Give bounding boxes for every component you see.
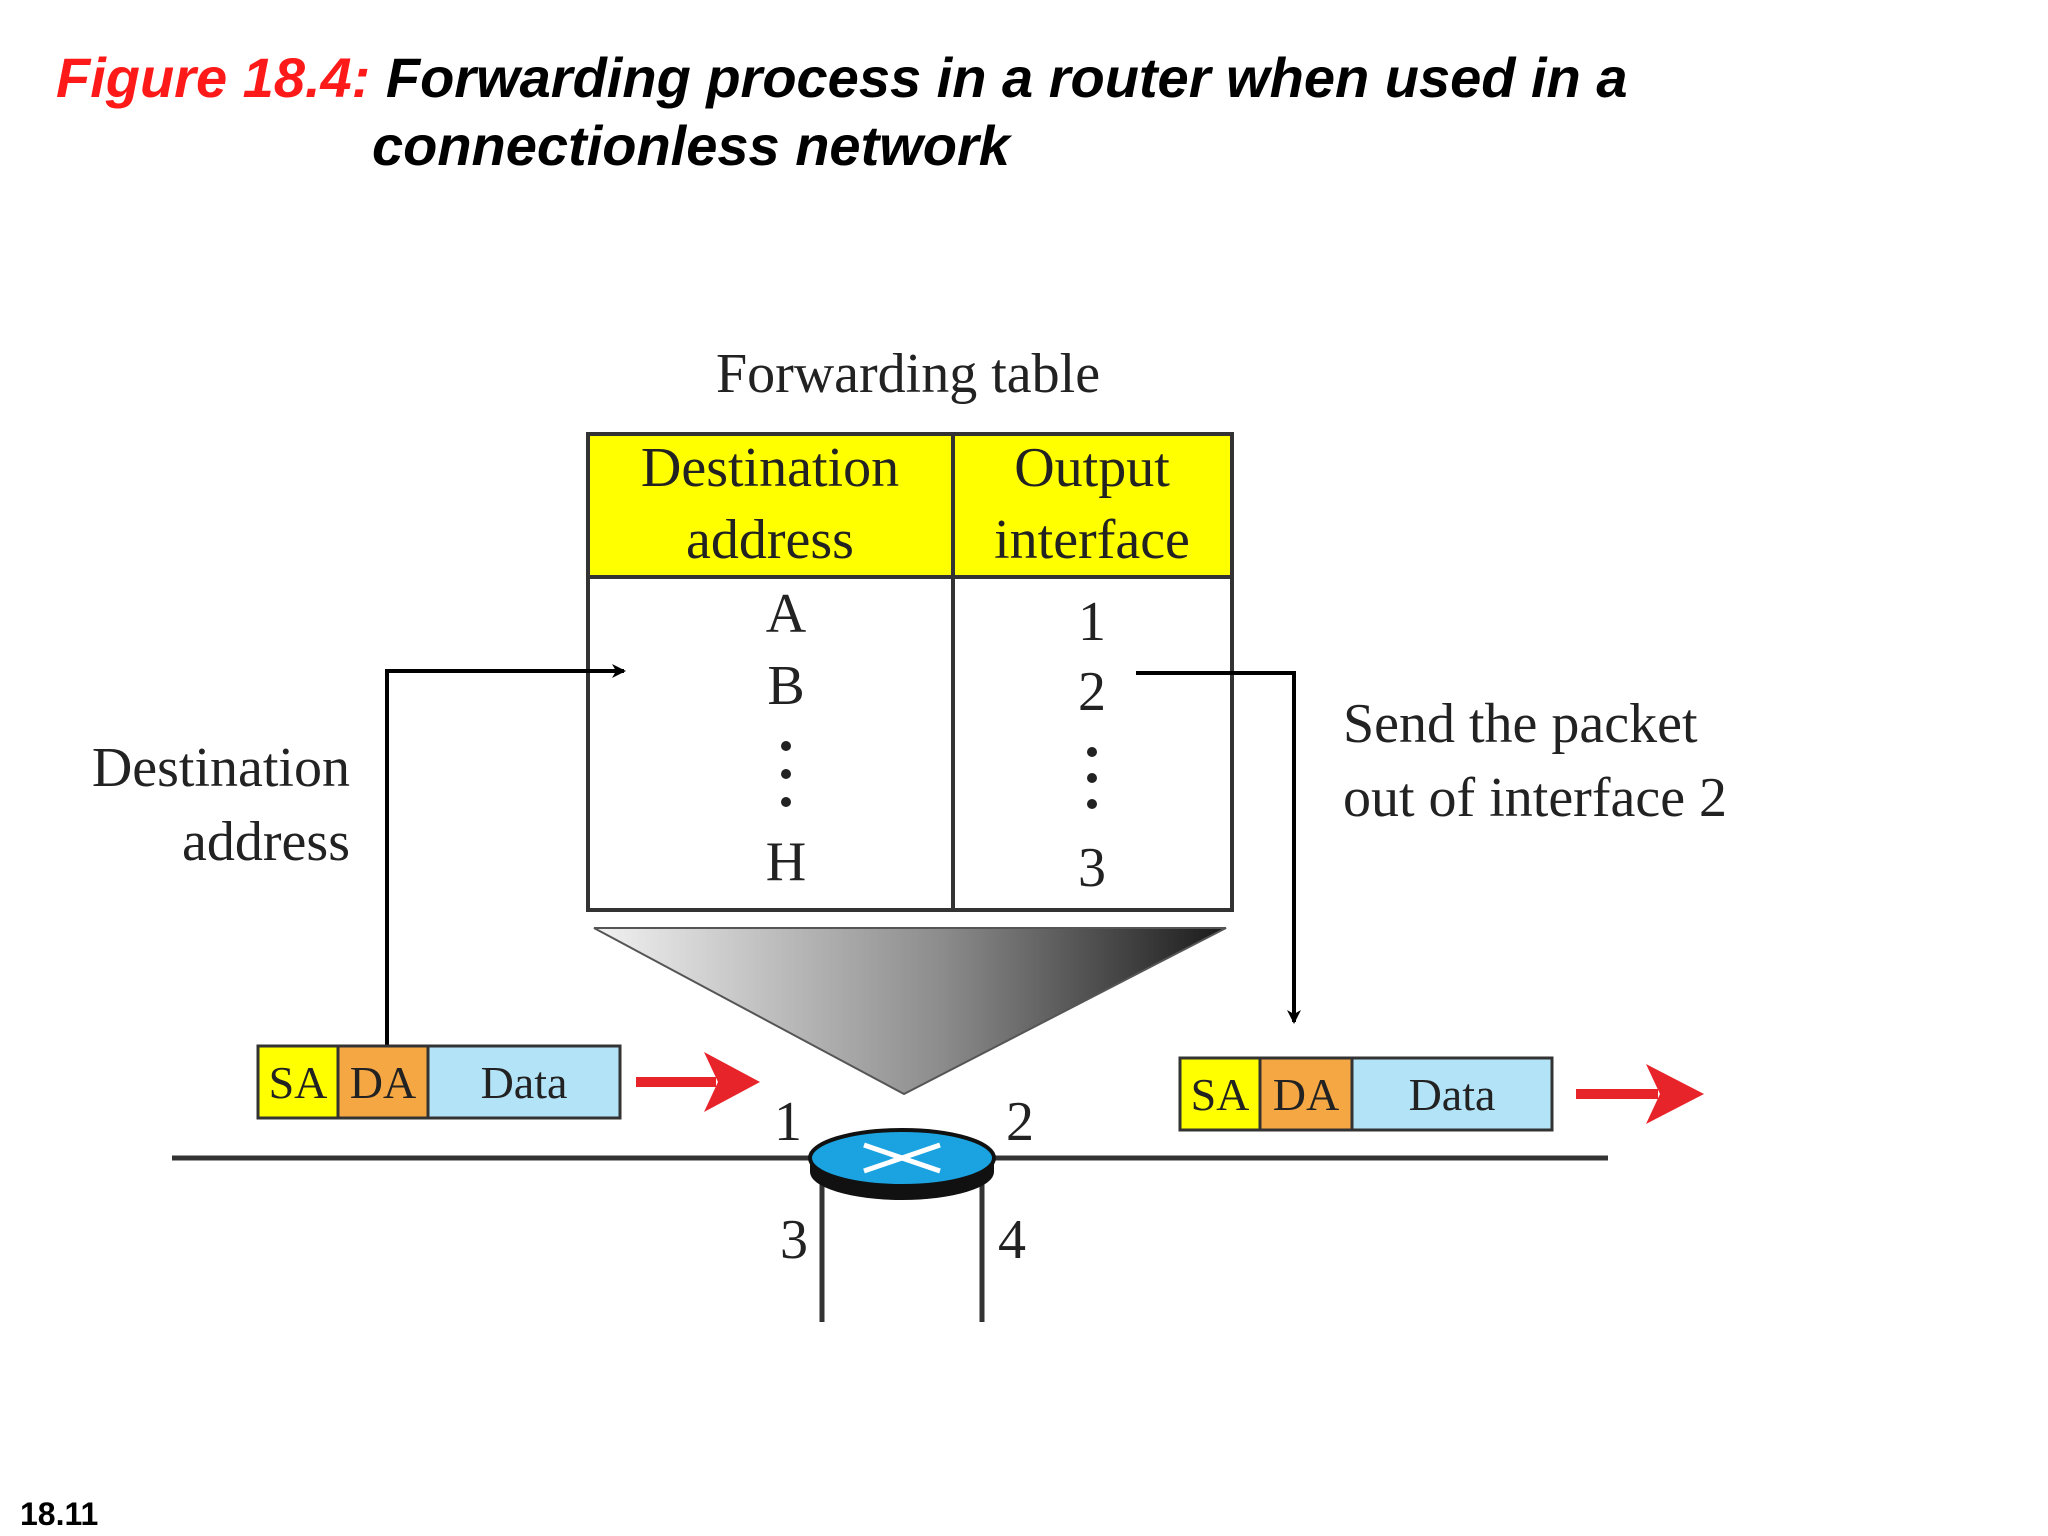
incoming-direction-arrow xyxy=(636,1052,760,1112)
outgoing-sa-field xyxy=(1178,1056,1262,1132)
incoming-da-field xyxy=(336,1044,430,1120)
header-output-line2: interface xyxy=(994,509,1190,571)
slide-number: 18.11 xyxy=(20,1496,99,1532)
outgoing-da-field xyxy=(1258,1056,1354,1132)
row-out-2: 2 xyxy=(1078,661,1106,723)
left-label-line2: address xyxy=(182,811,350,873)
right-label-line2: out of interface 2 xyxy=(1343,767,1727,829)
outgoing-direction-arrow xyxy=(1576,1064,1704,1124)
incoming-da-label: DA xyxy=(350,1057,416,1108)
row-out-1: 1 xyxy=(1078,591,1106,653)
incoming-sa-label: SA xyxy=(269,1057,328,1108)
incoming-data-label: Data xyxy=(481,1057,568,1108)
lookup-funnel xyxy=(593,927,1227,1096)
left-label-line1: Destination xyxy=(92,737,350,799)
header-destination-line2: address xyxy=(686,509,854,571)
header-destination-line1: Destination xyxy=(641,437,899,499)
lookup-arrow xyxy=(385,664,626,1052)
outgoing-data-label: Data xyxy=(1409,1069,1496,1120)
slide-title: Figure 18.4: Forwarding process in a rou… xyxy=(56,44,1627,112)
title-line-2: connectionless network xyxy=(372,114,1010,177)
outgoing-da-label: DA xyxy=(1273,1069,1339,1120)
router-icon xyxy=(808,1128,996,1200)
figure-label: Figure 18.4: xyxy=(56,46,371,109)
output-arrow xyxy=(1136,671,1301,1024)
table-caption: Forwarding table xyxy=(716,343,1100,405)
row-out-ellipsis xyxy=(1087,747,1097,809)
row-dest-a: A xyxy=(766,583,807,645)
header-output-line1: Output xyxy=(1014,437,1170,499)
incoming-packet: SA DA Data xyxy=(256,1044,622,1120)
port-label-3: 3 xyxy=(780,1209,808,1271)
row-dest-b: B xyxy=(767,655,804,717)
outgoing-data-field xyxy=(1350,1056,1554,1132)
port-label-4: 4 xyxy=(998,1209,1026,1271)
right-label-line1: Send the packet xyxy=(1343,693,1698,755)
forwarding-table: Destination address Output interface A B… xyxy=(586,432,1234,912)
table-header-bg xyxy=(586,432,1234,579)
row-dest-h: H xyxy=(766,831,806,893)
row-out-3: 3 xyxy=(1078,837,1106,899)
outgoing-packet: SA DA Data xyxy=(1178,1056,1554,1132)
table-body xyxy=(586,575,1234,912)
outgoing-sa-label: SA xyxy=(1191,1069,1250,1120)
port-label-2: 2 xyxy=(1006,1091,1034,1153)
title-line-1: Forwarding process in a router when used… xyxy=(385,46,1628,109)
incoming-data-field xyxy=(426,1044,622,1120)
row-dest-ellipsis xyxy=(781,741,791,807)
port-label-1: 1 xyxy=(774,1091,802,1153)
